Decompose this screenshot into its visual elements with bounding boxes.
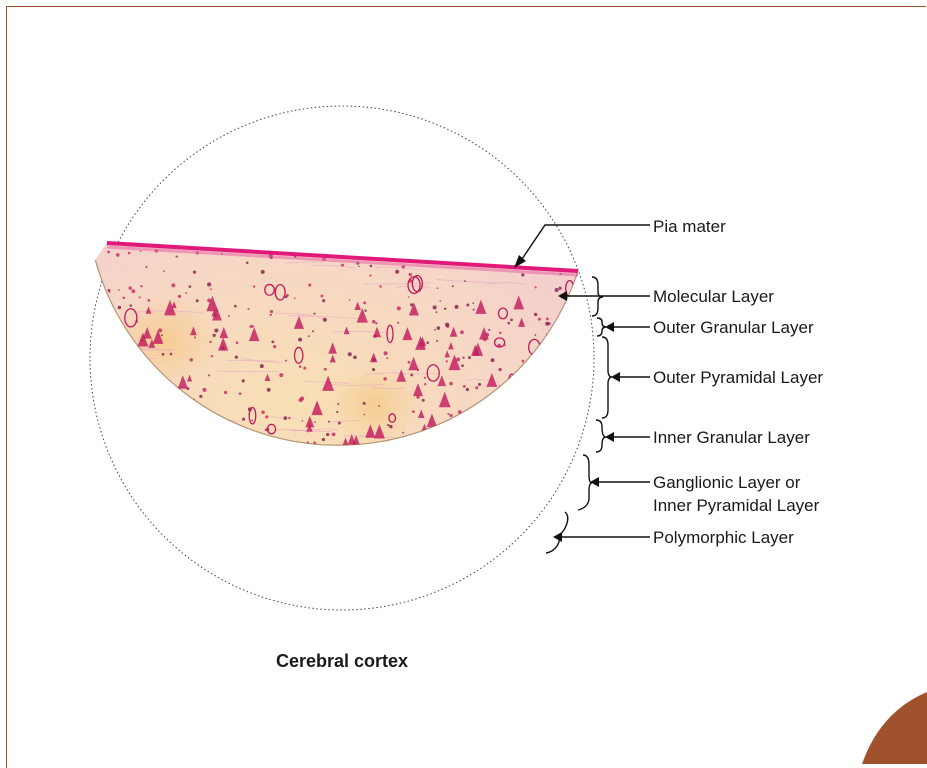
label-ganglionic-layer-line1: Ganglionic Layer or xyxy=(653,473,801,492)
tissue-section xyxy=(80,230,634,621)
decorative-corner xyxy=(862,692,927,764)
label-pia-mater: Pia mater xyxy=(653,217,726,236)
figure-caption: Cerebral cortex xyxy=(276,651,408,671)
label-molecular-layer: Molecular Layer xyxy=(653,287,774,306)
label-ganglionic-layer-line2: Inner Pyramidal Layer xyxy=(653,496,820,515)
label-outer-granular-layer: Outer Granular Layer xyxy=(653,318,814,337)
label-outer-pyramidal-layer: Outer Pyramidal Layer xyxy=(653,368,823,387)
label-polymorphic-layer: Polymorphic Layer xyxy=(653,528,794,547)
label-inner-granular-layer: Inner Granular Layer xyxy=(653,428,810,447)
